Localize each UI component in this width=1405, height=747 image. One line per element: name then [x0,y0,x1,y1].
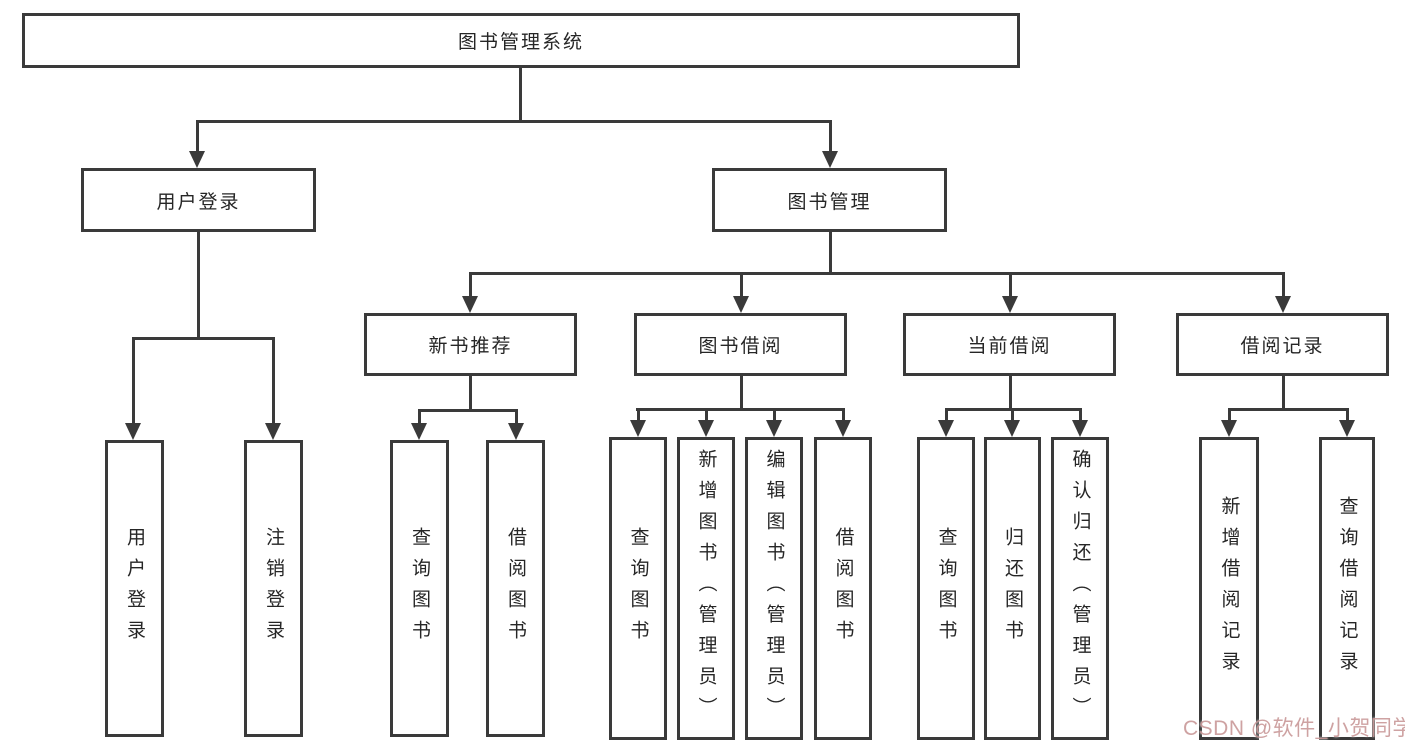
leaf-user-login: 用户登录 [105,440,164,737]
connector-line [828,232,832,275]
arrow-down-icon [411,423,427,440]
arrow-down-icon [1004,420,1020,437]
leaf-edit-books-admin: 编辑图书（管理员） [745,437,803,740]
connector-line [945,408,1082,411]
leaf-borrow-books: 借阅图书 [486,440,545,737]
leaf-label: 确认归还（管理员） [1069,449,1091,728]
connector-line [418,409,518,412]
arrow-down-icon [733,296,749,313]
leaf-label: 注销登录 [263,526,284,651]
leaf-label: 查询借阅记录 [1336,495,1358,682]
connector-line [469,272,1285,275]
arrow-down-icon [822,151,838,168]
leaf-label: 用户登录 [124,526,145,651]
leaf-query-borrow-record: 查询借阅记录 [1319,437,1375,740]
leaf-label: 新增借阅记录 [1218,495,1240,682]
connector-line [1228,408,1349,411]
arrow-down-icon [698,420,714,437]
arrow-down-icon [189,151,205,168]
connector-line [704,408,708,422]
connector-line [417,409,421,425]
leaf-logout: 注销登录 [244,440,303,737]
leaf-return-books: 归还图书 [984,437,1041,740]
leaf-label: 借阅图书 [505,526,526,651]
arrow-down-icon [1221,420,1237,437]
node-library-management-system: 图书管理系统 [22,13,1020,68]
connector-line [1078,408,1082,422]
leaf-borrow-books: 借阅图书 [814,437,872,740]
connector-line [739,272,743,298]
connector-line [636,408,845,411]
connector-line [828,120,832,153]
connector-line [196,120,832,123]
connector-line [1227,408,1231,422]
node-label: 图书借阅 [698,336,783,357]
node-borrowing-records: 借阅记录 [1176,313,1389,376]
arrow-down-icon [1275,296,1291,313]
arrow-down-icon [125,423,141,440]
node-book-management: 图书管理 [712,168,947,232]
connector-line [1008,376,1012,411]
node-user-login: 用户登录 [81,168,316,232]
connector-line [196,232,200,340]
connector-line [468,376,472,412]
leaf-label: 归还图书 [1002,526,1023,651]
csdn-watermark: CSDN @软件_小贺同学 [1183,717,1405,740]
node-label: 新书推荐 [428,336,513,357]
leaf-confirm-return-admin: 确认归还（管理员） [1051,437,1109,740]
connector-line [841,408,845,422]
connector-line [468,272,472,298]
connector-line [132,337,275,340]
leaf-label: 编辑图书（管理员） [763,449,785,728]
connector-line [195,120,199,153]
arrow-down-icon [630,420,646,437]
leaf-label: 借阅图书 [832,526,854,651]
connector-line [1281,272,1285,298]
leaf-label: 新增图书（管理员） [695,449,717,728]
connector-line [944,408,948,422]
node-book-borrowing: 图书借阅 [634,313,847,376]
connector-line [739,376,743,411]
arrow-down-icon [1339,420,1355,437]
connector-line [1281,376,1285,411]
node-label: 借阅记录 [1240,336,1325,357]
node-current-borrowing: 当前借阅 [903,313,1116,376]
arrow-down-icon [1072,420,1088,437]
arrow-down-icon [938,420,954,437]
node-label: 当前借阅 [967,336,1052,357]
leaf-label: 查询图书 [935,526,957,651]
leaf-query-books: 查询图书 [917,437,975,740]
node-label: 用户登录 [156,191,241,213]
leaf-add-books-admin: 新增图书（管理员） [677,437,735,740]
connector-line [271,337,275,425]
node-label: 图书管理系统 [457,32,584,53]
arrow-down-icon [462,296,478,313]
arrow-down-icon [1002,296,1018,313]
leaf-query-books: 查询图书 [609,437,667,740]
connector-line [514,409,518,425]
node-label: 图书管理 [787,191,872,213]
connector-line [772,408,776,422]
arrow-down-icon [508,423,524,440]
connector-line [1010,408,1014,422]
node-new-book-recommendation: 新书推荐 [364,313,577,376]
connector-line [131,337,135,425]
leaf-query-books: 查询图书 [390,440,449,737]
leaf-label: 查询图书 [627,526,649,651]
connector-line [1008,272,1012,298]
arrow-down-icon [766,420,782,437]
connector-line [1345,408,1349,422]
leaf-label: 查询图书 [409,526,430,651]
connector-line [636,408,640,422]
connector-line [518,68,522,121]
arrow-down-icon [265,423,281,440]
leaf-add-borrow-record: 新增借阅记录 [1199,437,1259,740]
arrow-down-icon [835,420,851,437]
